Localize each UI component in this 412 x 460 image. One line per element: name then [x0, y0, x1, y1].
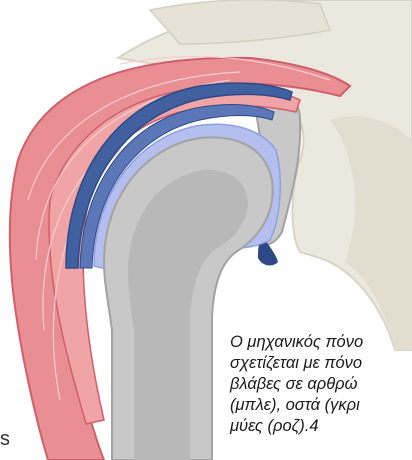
- caption-line: σχετίζεται με πόνο: [230, 353, 412, 374]
- caption-line: βλάβες σε αρθρώ: [230, 374, 412, 395]
- caption-line: μύες (ροζ).4: [230, 416, 412, 437]
- figure-caption: Ο μηχανικός πόνο σχετίζεται με πόνο βλάβ…: [230, 332, 412, 437]
- caption-line: (μπλε), οστά (γκρι: [230, 395, 412, 416]
- caption-line: Ο μηχανικός πόνο: [230, 332, 412, 353]
- cut-off-text-fragment: s: [0, 428, 10, 450]
